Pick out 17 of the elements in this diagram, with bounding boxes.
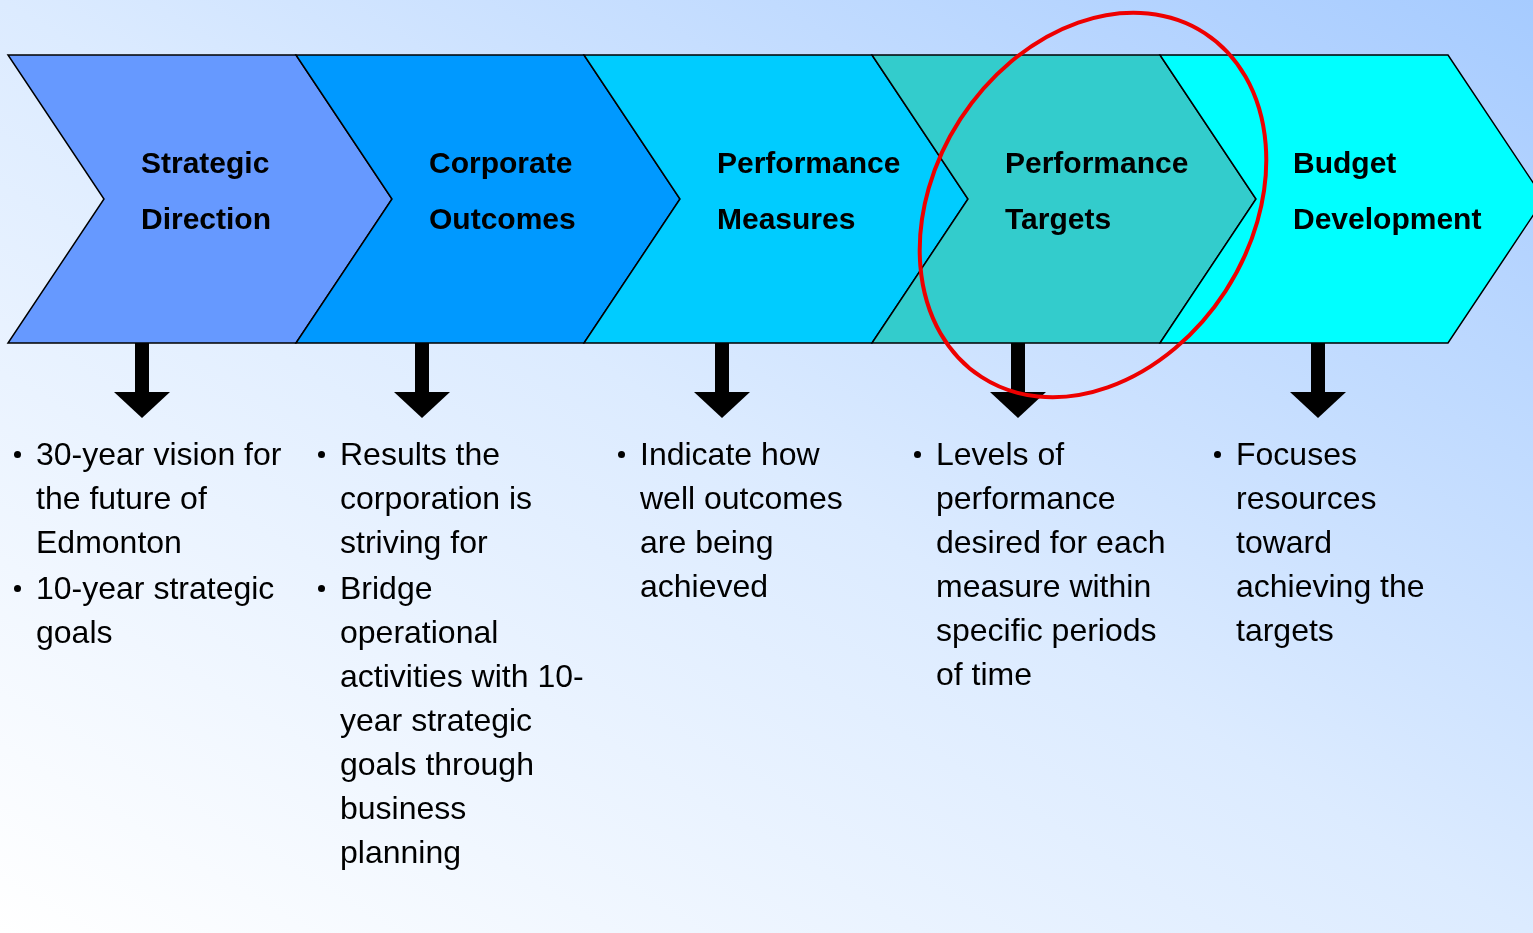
bullet-text: Focuses resources toward achieving the targets bbox=[1236, 435, 1426, 650]
down-arrow bbox=[394, 343, 450, 418]
stage-title: Strategic Direction bbox=[141, 145, 273, 237]
bullet-text: Indicate how well outcomes are being achieved bbox=[640, 435, 844, 606]
down-arrow bbox=[694, 343, 750, 418]
down-arrow bbox=[1290, 343, 1346, 418]
bullet-text: Results the corporation is striving for bbox=[340, 435, 534, 562]
stage-title: Performance Measures bbox=[717, 145, 902, 237]
down-arrow bbox=[990, 343, 1046, 418]
bullet-text: 10-year strategic goals bbox=[36, 569, 276, 652]
stage-title: Performance Targets bbox=[1005, 145, 1190, 237]
stage-title: Corporate Outcomes bbox=[429, 145, 577, 237]
bullet-text: Levels of performance desired for each measure within specific periods of time bbox=[936, 435, 1167, 694]
bullet-text: 30-year vision for the future of Edmonton bbox=[36, 435, 283, 562]
bullet-text: Bridge operational activities with 10-year strategic goals through business planning bbox=[340, 569, 585, 872]
stage-title: Budget Development bbox=[1293, 145, 1483, 237]
down-arrow bbox=[114, 343, 170, 418]
